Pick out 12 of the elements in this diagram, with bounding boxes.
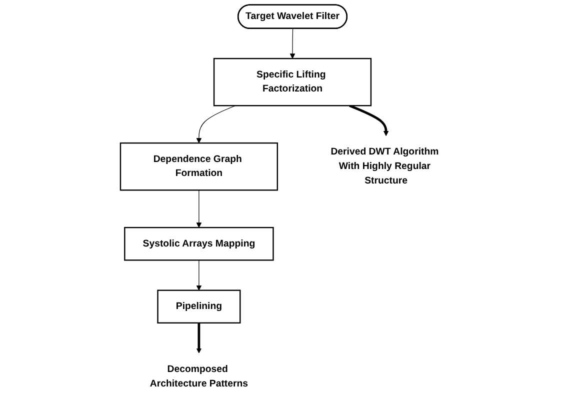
node-text: Derived DWT Algorithm With Highly Regular Structure <box>330 146 439 186</box>
arrow <box>196 105 236 144</box>
arrow <box>196 190 202 228</box>
node-box: Systolic Arrays Mapping <box>124 226 274 261</box>
arrow <box>290 28 296 59</box>
arrow <box>349 104 389 136</box>
arrow <box>196 322 202 354</box>
node-box: Specific Lifting Factorization <box>213 58 372 106</box>
node-box: Dependence Graph Formation <box>120 142 278 191</box>
arrow <box>196 260 202 291</box>
node-text: Decomposed Architecture Patterns <box>150 364 248 389</box>
node-box: Pipelining <box>157 290 241 324</box>
